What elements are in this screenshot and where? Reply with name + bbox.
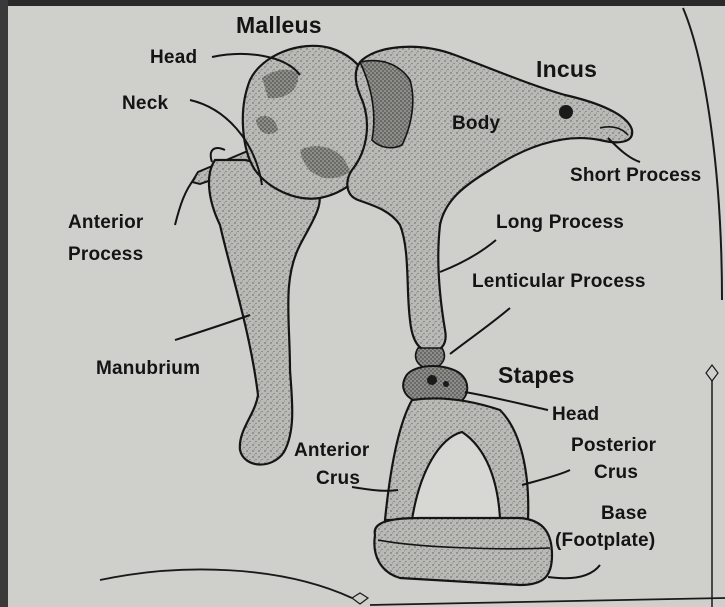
label-stapes: Stapes	[498, 362, 575, 388]
label-malleus-head: Head	[150, 47, 197, 69]
label-lenticular-process: Lenticular Process	[472, 271, 646, 293]
stapes-head-pit	[427, 375, 437, 385]
label-posterior-crus-line1: Posterior	[571, 435, 656, 457]
label-body: Body	[452, 113, 500, 135]
label-long-process: Long Process	[496, 212, 624, 234]
incus-dark-spot	[559, 105, 573, 119]
top-dark-edge	[0, 0, 725, 6]
label-malleus: Malleus	[236, 12, 322, 38]
label-anterior-process-line1: Anterior	[68, 212, 144, 234]
label-anterior-crus-line2: Crus	[316, 468, 360, 490]
left-dark-edge	[0, 0, 8, 607]
label-posterior-crus-line2: Crus	[594, 462, 638, 484]
label-neck: Neck	[122, 93, 168, 115]
label-base-line1: Base	[601, 503, 647, 525]
label-manubrium: Manubrium	[96, 358, 200, 380]
label-anterior-crus-line1: Anterior	[294, 440, 370, 462]
label-short-process: Short Process	[570, 165, 701, 187]
label-base-line2: (Footplate)	[555, 530, 655, 552]
incus-lenticular-process	[416, 348, 445, 368]
stapes-head-pit-2	[443, 381, 449, 387]
stapes-footplate	[374, 518, 552, 585]
label-incus: Incus	[536, 56, 597, 82]
label-anterior-process-line2: Process	[68, 244, 143, 266]
label-stapes-head: Head	[552, 404, 599, 426]
